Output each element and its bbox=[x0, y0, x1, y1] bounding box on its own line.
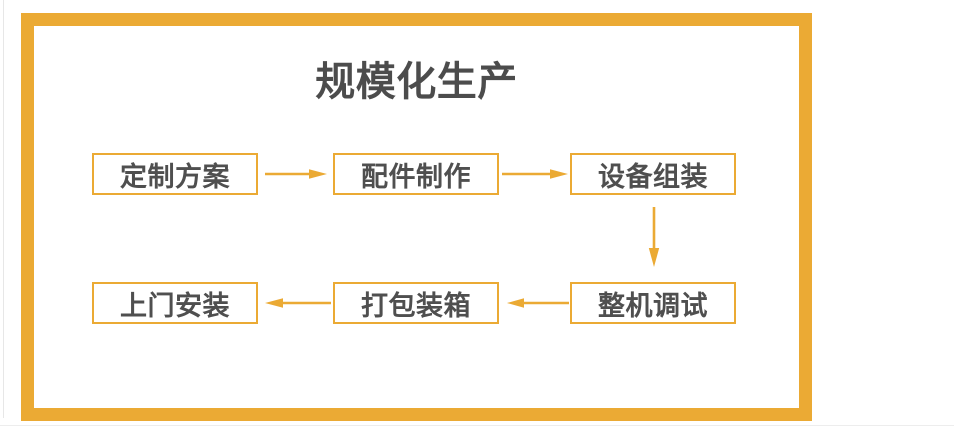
diagram-title: 规模化生产 bbox=[315, 60, 518, 104]
step-parts-production-label: 配件制作 bbox=[361, 161, 471, 192]
diagram-border-frame bbox=[21, 13, 812, 421]
step-custom-plan: 定制方案 bbox=[92, 153, 258, 195]
step-packing-label: 打包装箱 bbox=[361, 290, 471, 321]
step-equipment-assembly-label: 设备组装 bbox=[598, 161, 708, 192]
step-equipment-assembly: 设备组装 bbox=[570, 153, 736, 195]
step-onsite-installation-label: 上门安装 bbox=[120, 290, 230, 321]
arrow-left-icon bbox=[265, 298, 331, 308]
arrow-right-icon bbox=[502, 169, 568, 179]
step-machine-debugging-label: 整机调试 bbox=[598, 290, 708, 321]
page-edge-left-line bbox=[3, 0, 4, 418]
page-divider-line bbox=[0, 425, 954, 426]
step-custom-plan-label: 定制方案 bbox=[120, 161, 230, 192]
step-onsite-installation: 上门安装 bbox=[92, 282, 258, 324]
arrow-right-icon bbox=[265, 169, 327, 179]
step-machine-debugging: 整机调试 bbox=[570, 282, 736, 324]
arrow-left-icon bbox=[507, 298, 569, 308]
step-packing: 打包装箱 bbox=[333, 282, 499, 324]
step-parts-production: 配件制作 bbox=[333, 153, 499, 195]
arrow-down-icon bbox=[648, 207, 660, 267]
